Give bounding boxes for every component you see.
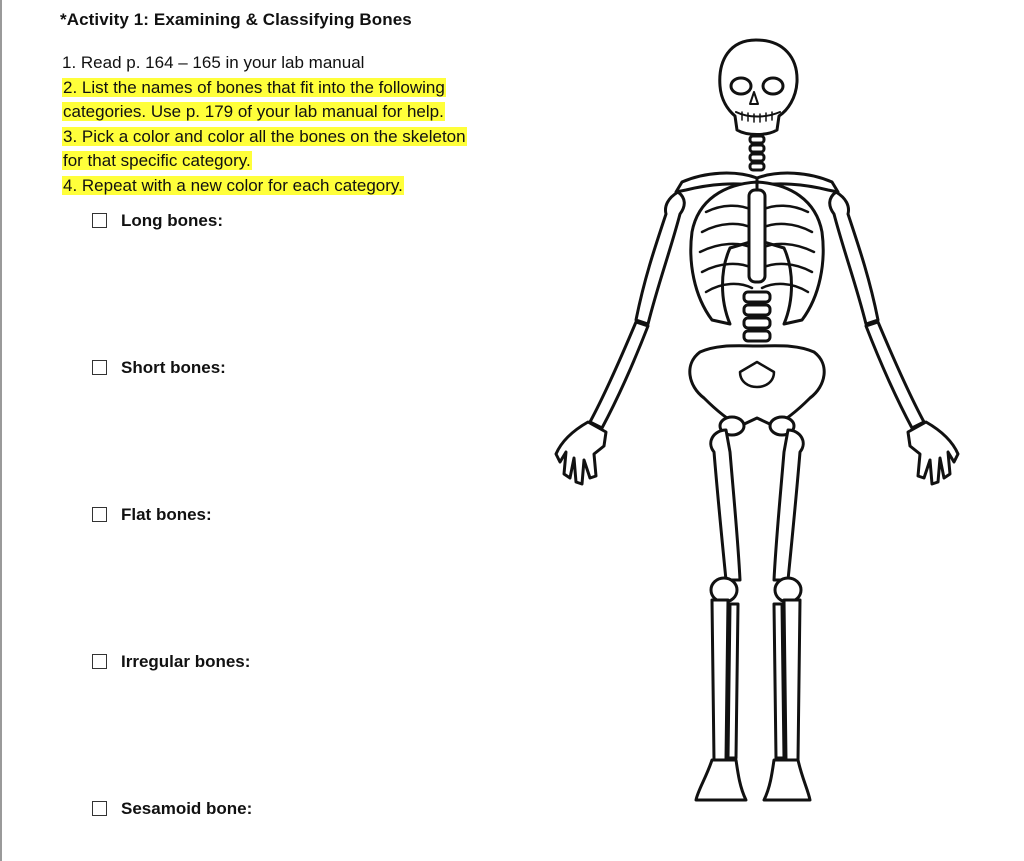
step-2-text: 2. List the names of bones that fit into… bbox=[62, 77, 446, 97]
step-4-text: 4. Repeat with a new color for each cate… bbox=[62, 175, 404, 195]
short-bones-label: Short bones: bbox=[121, 358, 226, 377]
step-3: 3. Pick a color and color all the bones … bbox=[62, 125, 522, 150]
skeleton-icon bbox=[554, 38, 960, 802]
category-flat-bones: Flat bones: bbox=[92, 504, 212, 526]
flat-bones-label: Flat bones: bbox=[121, 505, 212, 524]
category-sesamoid-bone: Sesamoid bone: bbox=[92, 798, 252, 820]
sesamoid-bone-checkbox[interactable] bbox=[92, 800, 107, 816]
long-bones-label: Long bones: bbox=[121, 211, 223, 230]
long-bones-checkbox[interactable] bbox=[92, 212, 107, 228]
step-4: 4. Repeat with a new color for each cate… bbox=[62, 174, 522, 199]
activity-title: *Activity 1: Examining & Classifying Bon… bbox=[60, 10, 412, 29]
category-long-bones: Long bones: bbox=[92, 210, 223, 232]
sesamoid-bone-label: Sesamoid bone: bbox=[121, 799, 253, 818]
category-irregular-bones: Irregular bones: bbox=[92, 651, 250, 673]
step-2: 2. List the names of bones that fit into… bbox=[62, 76, 522, 101]
step-2-cont-text: categories. Use p. 179 of your lab manua… bbox=[62, 102, 445, 121]
step-2-cont: categories. Use p. 179 of your lab manua… bbox=[62, 100, 522, 125]
category-short-bones: Short bones: bbox=[92, 357, 226, 379]
flat-bones-checkbox[interactable] bbox=[92, 506, 107, 522]
instructions: 1. Read p. 164 – 165 in your lab manual … bbox=[62, 51, 522, 198]
step-1-text: 1. Read p. 164 – 165 in your lab manual bbox=[62, 53, 365, 72]
page-edge bbox=[0, 0, 2, 861]
irregular-bones-checkbox[interactable] bbox=[92, 653, 107, 669]
step-3-cont: for that specific category. bbox=[62, 149, 522, 174]
step-3-text: 3. Pick a color and color all the bones … bbox=[62, 126, 467, 146]
step-3-cont-text: for that specific category. bbox=[62, 151, 252, 170]
irregular-bones-label: Irregular bones: bbox=[121, 652, 251, 671]
step-1: 1. Read p. 164 – 165 in your lab manual bbox=[62, 51, 522, 76]
short-bones-checkbox[interactable] bbox=[92, 359, 107, 375]
